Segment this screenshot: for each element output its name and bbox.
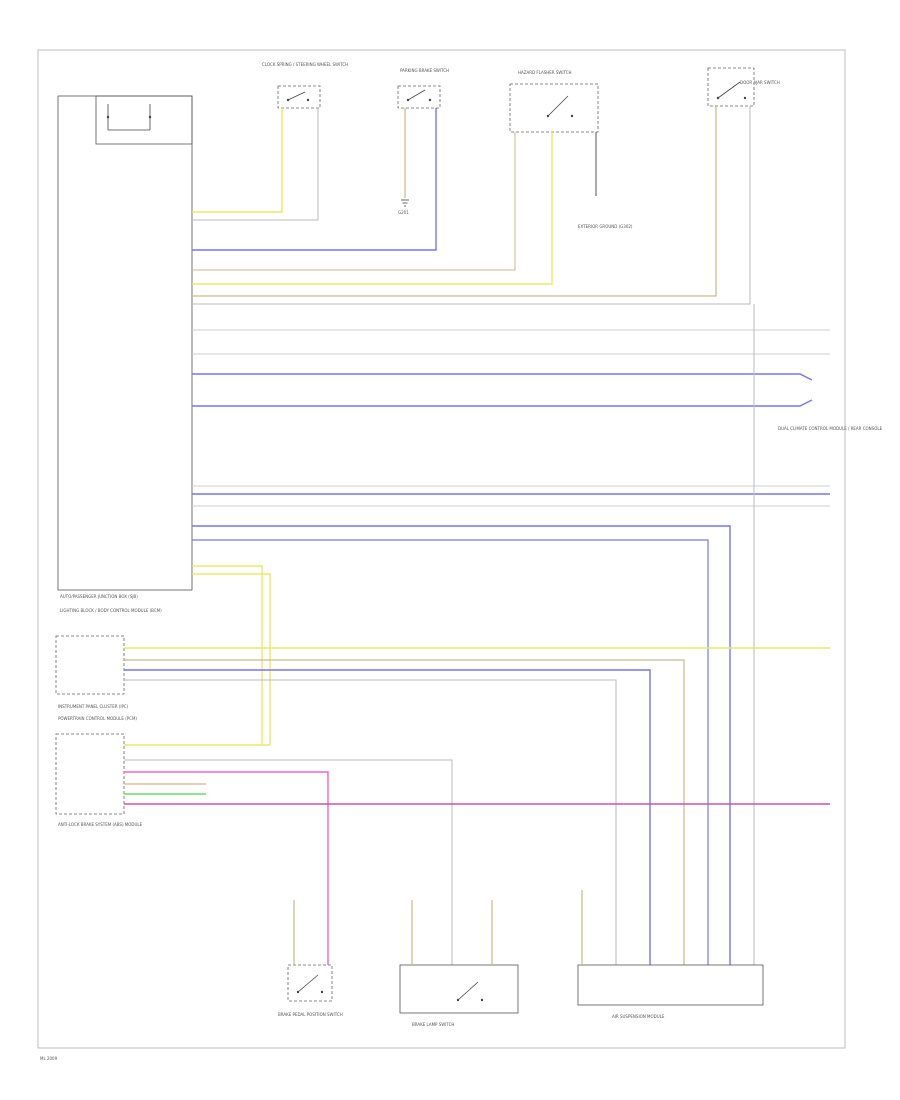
wire-pink-1 <box>124 771 329 965</box>
main-module-note: LIGHTING BLOCK / BODY CONTROL MODULE (BC… <box>60 608 162 613</box>
bottom-mid-switch-label: BRAKE LAMP SWITCH <box>412 1022 454 1027</box>
ground1-symbol <box>401 199 409 207</box>
switch1-label: CLOCK SPRING / STEERING WHEEL SWITCH <box>262 62 348 67</box>
wire-blue-1 <box>192 108 437 251</box>
wire-gray-2 <box>192 106 751 305</box>
main-fuses <box>106 104 152 131</box>
wire-yellow-2 <box>192 132 553 285</box>
wire-tan-3 <box>124 659 685 965</box>
ground1-label: G201 <box>398 210 409 215</box>
switch3-label: HAZARD FLASHER SWITCH <box>518 70 572 75</box>
switch4-contact <box>716 81 747 100</box>
bottom-right-module-label: AIR SUSPENSION MODULE <box>612 1014 665 1019</box>
switch2-box <box>397 85 441 109</box>
switch2-label: PARKING BRAKE SWITCH <box>400 68 449 73</box>
main-module-box <box>57 95 193 591</box>
switch4-label: DOOR AJAR SWITCH <box>740 80 780 85</box>
page-label: ML 2009 <box>40 1056 58 1061</box>
main-module-label: AUTO/PASSENGER JUNCTION BOX (SJB) <box>60 594 138 599</box>
switch4-box <box>707 67 755 107</box>
wire-gray-1 <box>192 108 319 221</box>
wire-blue-6 <box>192 539 709 965</box>
wire-blue-2 <box>192 373 813 381</box>
diagram-border <box>37 49 846 1049</box>
switch1-contact <box>286 91 310 102</box>
wire-yellow-4 <box>192 573 271 745</box>
wire-blue-7 <box>124 669 651 965</box>
bottom-left-switch-label: BRAKE PEDAL POSITION SWITCH <box>278 1012 343 1017</box>
ipc-box <box>55 635 125 695</box>
bottom-left-switch-contact <box>296 974 324 994</box>
wire-blue-5 <box>192 525 731 965</box>
wire-blue-3 <box>192 399 813 407</box>
wire-gray-8 <box>124 679 617 965</box>
switch1-box <box>277 85 321 109</box>
pcm-box <box>55 733 125 815</box>
bottom-left-switch-box <box>287 964 333 1002</box>
main-fuse-box <box>95 95 193 145</box>
wire-yellow-1 <box>192 108 283 213</box>
wire-tan-1 <box>192 132 516 271</box>
ipc-label: INSTRUMENT PANEL CLUSTER (IPC) <box>58 704 129 709</box>
wire-gray-9 <box>124 759 453 965</box>
wire-yellow-3 <box>192 565 263 745</box>
bottom-mid-switch-contact <box>456 981 484 1002</box>
ipc-note: POWERTRAIN CONTROL MODULE (PCM) <box>58 716 137 721</box>
abs-label: ANTI-LOCK BRAKE SYSTEM (ABS) MODULE <box>58 822 143 827</box>
switch2-contact <box>406 89 432 102</box>
switch3-contact <box>546 95 574 118</box>
bottom-right-module-box <box>577 964 764 1006</box>
ground2-label: EXTERIOR GROUND (G302) <box>578 224 633 229</box>
wire-tan-2 <box>192 106 717 297</box>
right-module-label: DUAL CLIMATE CONTROL MODULE / REAR CONSO… <box>778 426 883 431</box>
switch3-box <box>509 83 599 133</box>
bottom-mid-switch-box <box>399 964 519 1014</box>
